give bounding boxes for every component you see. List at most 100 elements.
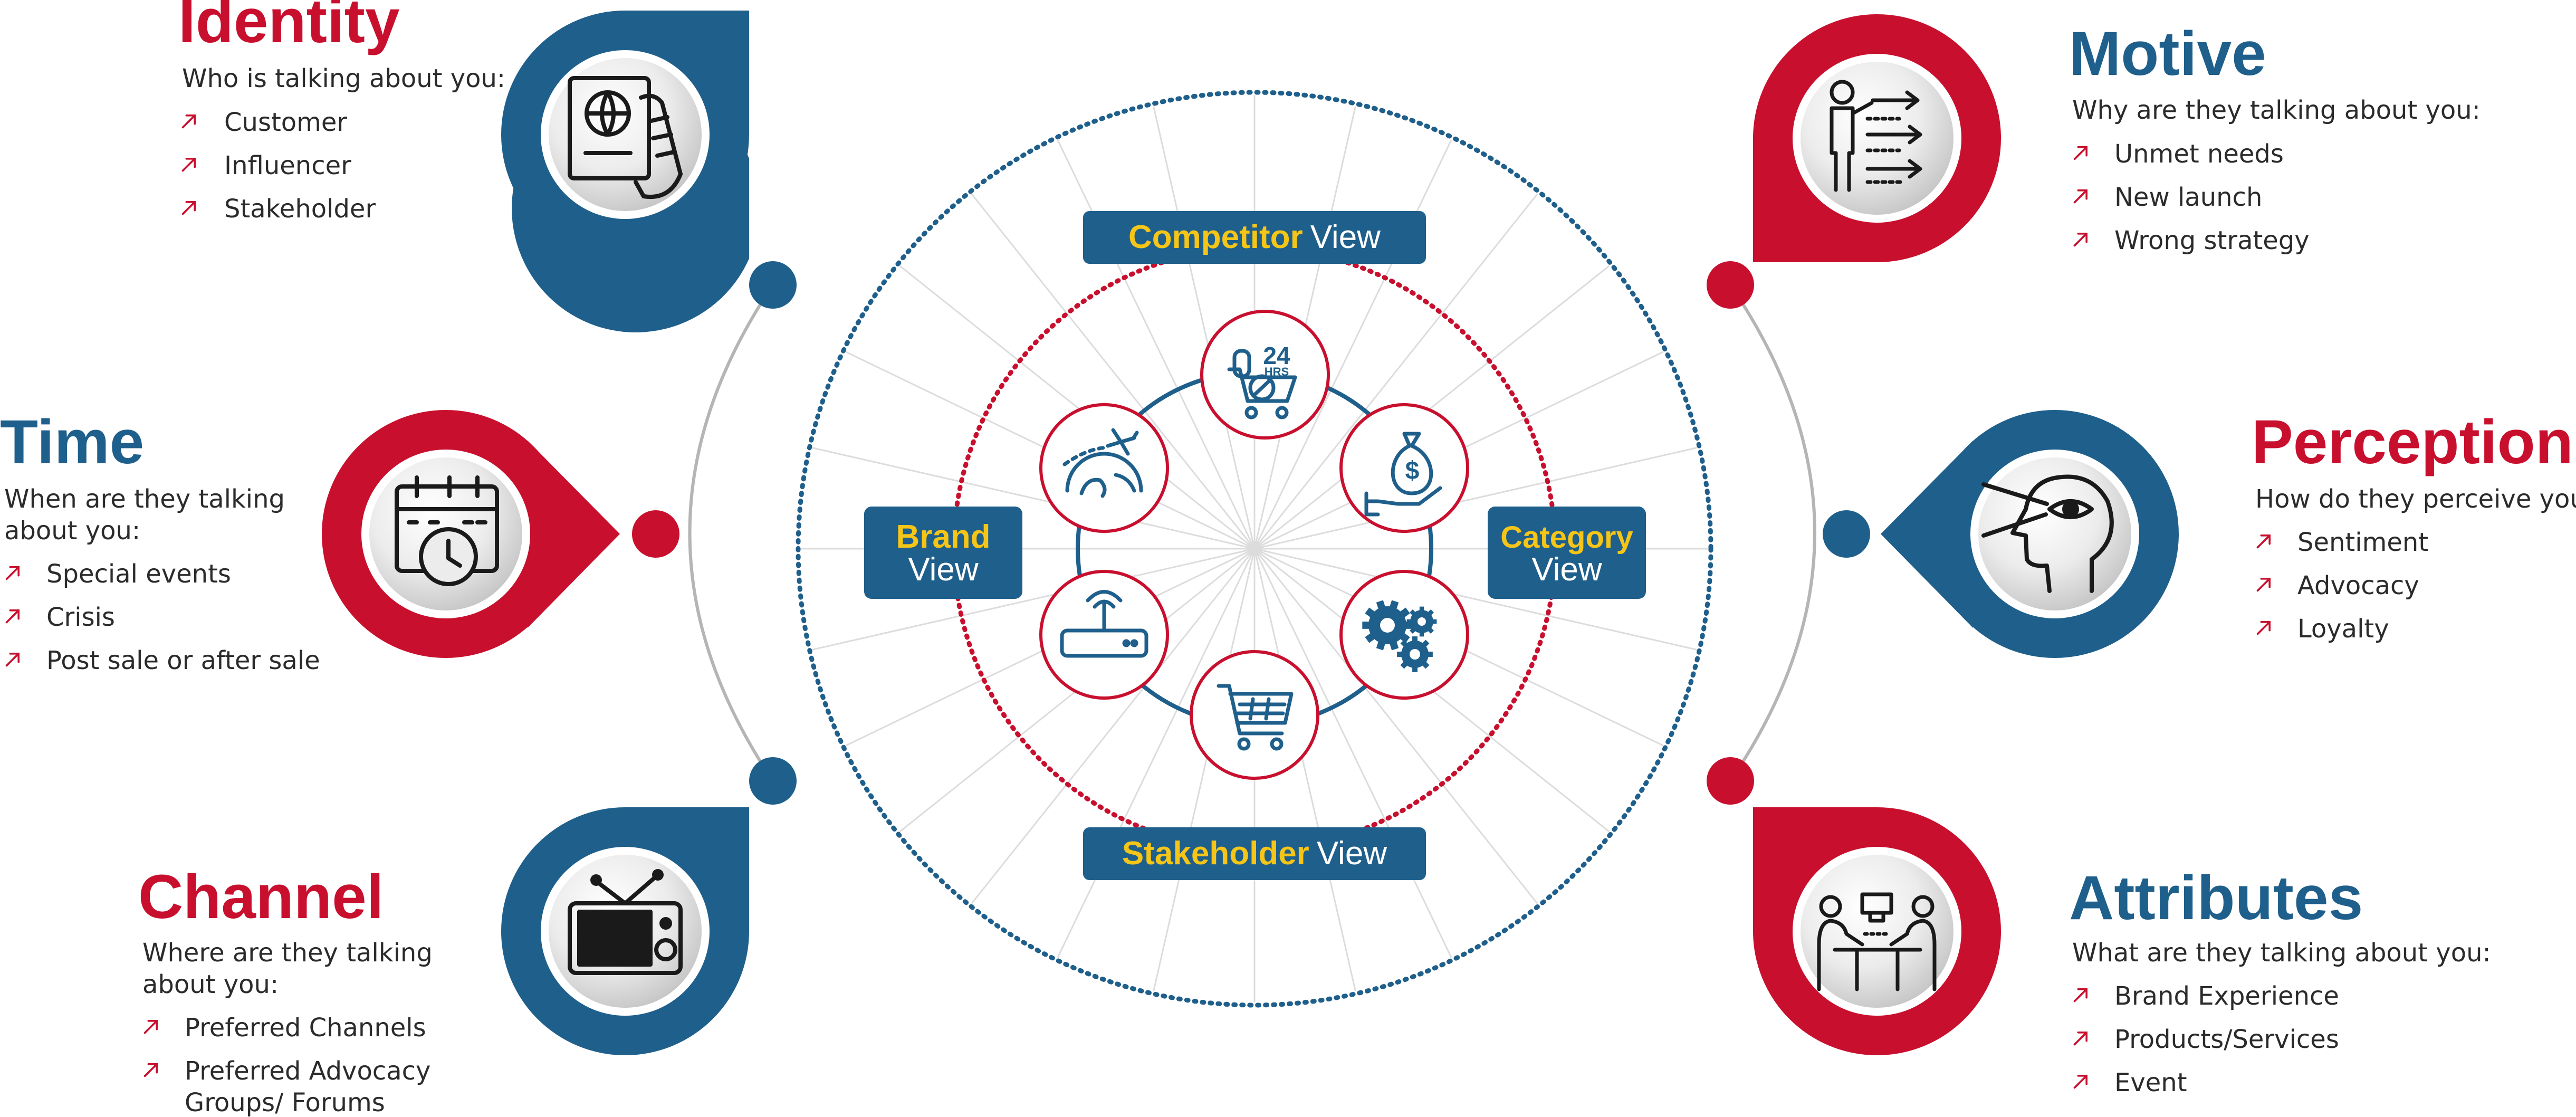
gear-tooth (1376, 600, 1385, 609)
node-globe-plane (1039, 403, 1169, 533)
spoke-line (1254, 265, 1610, 550)
shopping-cart-icon (1217, 684, 1294, 751)
perception-section: Perception How do they perceive you: Sen… (1823, 407, 2576, 658)
node-shopping-cart (1190, 650, 1319, 780)
gear-tooth (1390, 641, 1399, 651)
spoke-line (1253, 193, 1538, 549)
perception-question: How do they perceive you: (2255, 484, 2576, 514)
channel-connector-dot (749, 757, 797, 805)
identity-title: Identity (178, 0, 400, 56)
spoke-line (1253, 548, 1356, 991)
motive-section: Motive Why are they talking about you: U… (1707, 14, 2481, 309)
perception-title: Perception (2252, 407, 2573, 477)
left-connector-arc (688, 284, 774, 782)
motive-title: Motive (2069, 19, 2266, 89)
gear-tooth (1376, 641, 1385, 651)
attributes-item: Brand Experience (2114, 981, 2339, 1011)
time-title: Time (0, 407, 144, 477)
gears-icon (1362, 600, 1437, 672)
outer-dotted-ring (796, 90, 1713, 1008)
gear-tooth (1419, 632, 1424, 637)
category-view-label: Category View (1488, 507, 1646, 599)
channel-question: about you: (142, 970, 279, 999)
spoke-line (1254, 447, 1697, 550)
gear-tooth (1400, 633, 1410, 643)
identity-item: Customer (224, 108, 347, 137)
meeting-icon (1817, 892, 1937, 991)
gear-tooth (1365, 633, 1375, 643)
time-item: Special events (46, 559, 231, 589)
pharmacy-24hrs-icon: 24 HRS (1227, 342, 1297, 419)
gear-tooth (1362, 622, 1370, 629)
gear-tooth (1365, 607, 1375, 618)
time-item: Crisis (46, 603, 115, 632)
time-section: Time When are they talking about you: Sp… (0, 407, 679, 675)
spoke-line (1057, 139, 1256, 549)
gear-tooth (1412, 667, 1418, 672)
gear-tooth (1412, 636, 1418, 642)
right-connector-arc (1729, 284, 1816, 782)
spoke-line (1153, 548, 1256, 991)
perception-item: Advocacy (2297, 571, 2419, 600)
time-question: When are they talking (4, 484, 285, 514)
spoke-line (899, 265, 1255, 550)
time-item: Post sale or after sale (46, 646, 320, 675)
identity-item: Stakeholder (224, 194, 376, 224)
motive-connector-dot (1707, 261, 1754, 309)
svg-text:View: View (908, 551, 978, 588)
gear-tooth (1397, 652, 1402, 657)
spoke-line (971, 193, 1256, 549)
spoke-line (1253, 139, 1452, 549)
attributes-connector-dot (1707, 757, 1754, 805)
svg-text:View: View (1531, 551, 1602, 588)
gear-tooth (1390, 600, 1399, 609)
gear-tooth (1406, 619, 1412, 624)
channel-item: Preferred Channels (185, 1013, 426, 1043)
globe-plane-icon (1062, 428, 1143, 498)
gear-tooth (1428, 652, 1433, 657)
attributes-item: Event (2114, 1068, 2187, 1097)
gear-tooth (1432, 619, 1437, 624)
gear-tooth (1428, 609, 1434, 616)
channel-item: Preferred Advocacy (185, 1056, 430, 1086)
motive-question: Why are they talking about you: (2072, 96, 2481, 125)
spoke-line (1254, 548, 1697, 651)
router-icon (1060, 590, 1148, 658)
motive-item: Unmet needs (2114, 139, 2284, 169)
svg-text:Brand: Brand (896, 519, 990, 555)
attributes-section: Attributes What are they talking about y… (1707, 757, 2491, 1097)
node-pharmacy-24hrs: 24 HRS (1200, 310, 1330, 440)
node-money-bag-hand: $ (1339, 403, 1469, 533)
money-bag-hand-icon: $ (1364, 432, 1442, 517)
node-gears (1339, 570, 1469, 700)
attributes-question: What are they talking about you: (2072, 938, 2491, 968)
calendar-clock-icon (395, 475, 499, 586)
presenter-icon (1830, 80, 1922, 192)
spoke-line (1253, 548, 1452, 958)
time-question: about you: (4, 516, 140, 546)
motive-item: Wrong strategy (2114, 226, 2310, 255)
channel-question: Where are they talking (142, 938, 433, 968)
tv-icon (568, 869, 683, 975)
node-router (1039, 570, 1169, 700)
channel-title: Channel (138, 862, 384, 932)
spoke-line (1057, 548, 1256, 958)
identity-section: Identity Who is talking about you: Custo… (178, 0, 797, 332)
spoke-line (812, 548, 1255, 651)
gear-tooth (1428, 627, 1434, 634)
gear-tooth (1419, 606, 1424, 611)
identity-question: Who is talking about you: (182, 64, 505, 93)
channel-section: Channel Where are they talking about you… (138, 757, 797, 1117)
gear-tooth (1400, 607, 1410, 618)
time-connector-dot (632, 510, 679, 558)
perception-item: Sentiment (2297, 528, 2428, 557)
spoke-line (971, 548, 1256, 904)
perception-connector-dot (1823, 510, 1870, 558)
spoke-line (1153, 106, 1256, 549)
head-eye-icon (1981, 474, 2114, 593)
